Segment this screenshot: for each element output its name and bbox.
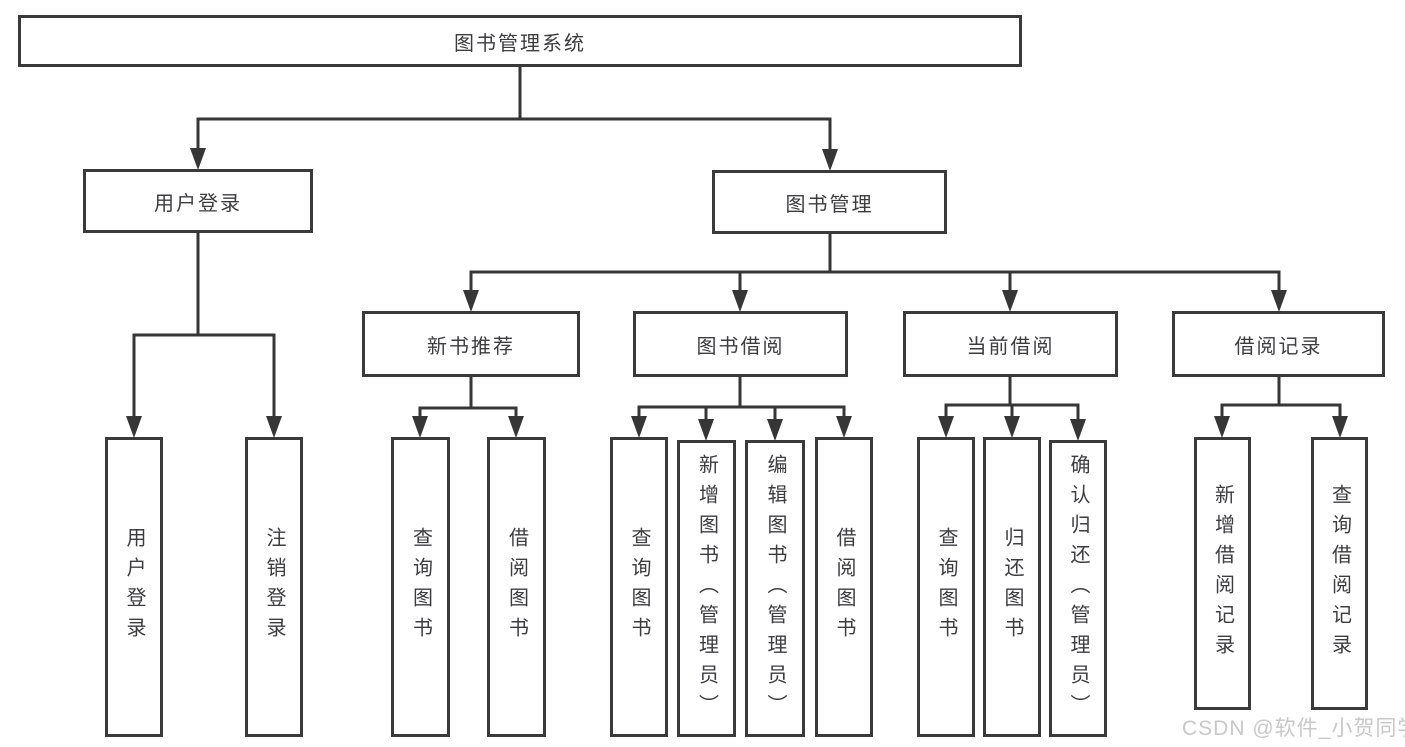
arrowhead-icon <box>508 416 524 438</box>
leaf-confirm-return-admin: 确认归还（管理员） <box>1049 440 1107 737</box>
node-label: 借阅记录 <box>1234 335 1323 358</box>
leaf-query-borrow-record: 查询借阅记录 <box>1311 437 1368 710</box>
arrowhead-icon <box>836 416 852 438</box>
node-root: 图书管理系统 <box>18 15 1022 67</box>
leaf-query-books: 查询图书 <box>391 437 450 737</box>
node-borrowing-records: 借阅记录 <box>1172 311 1385 377</box>
node-label: 归还图书 <box>1001 527 1023 647</box>
node-label: 借阅图书 <box>833 527 855 647</box>
leaf-edit-books-admin: 编辑图书（管理员） <box>745 440 805 737</box>
node-new-book-recommendation: 新书推荐 <box>362 311 580 377</box>
arrowhead-icon <box>698 419 714 441</box>
node-label: 注销登录 <box>263 527 285 647</box>
leaf-add-books-admin: 新增图书（管理员） <box>677 440 736 737</box>
arrowhead-icon <box>1002 290 1018 312</box>
arrowhead-icon <box>1214 416 1230 438</box>
arrowhead-icon <box>767 419 783 441</box>
node-label: 图书管理 <box>785 193 874 216</box>
leaf-add-borrow-record: 新增借阅记录 <box>1194 437 1251 710</box>
node-book-borrowing: 图书借阅 <box>633 311 848 377</box>
node-label: 编辑图书（管理员） <box>764 453 786 724</box>
node-label: 查询图书 <box>409 527 432 647</box>
arrowhead-icon <box>822 149 838 171</box>
leaf-return-books: 归还图书 <box>983 437 1041 737</box>
node-label: 图书管理系统 <box>454 32 586 55</box>
arrowhead-icon <box>1070 419 1086 441</box>
arrowhead-icon <box>1271 290 1287 312</box>
arrowhead-icon <box>126 416 142 438</box>
node-label: 查询图书 <box>628 527 650 647</box>
node-label: 新增借阅记录 <box>1211 483 1234 664</box>
node-label: 查询图书 <box>935 527 957 647</box>
arrowhead-icon <box>266 416 282 438</box>
arrowhead-icon <box>732 290 748 312</box>
node-book-management: 图书管理 <box>712 170 947 234</box>
arrowhead-icon <box>412 416 428 438</box>
csdn-watermark: CSDN @软件_小贺同学 <box>1182 717 1405 740</box>
leaf-query-books: 查询图书 <box>917 437 975 737</box>
node-label: 确认归还（管理员） <box>1067 453 1089 724</box>
arrowhead-icon <box>463 290 479 312</box>
arrowhead-icon <box>1332 416 1348 438</box>
node-label: 用户登录 <box>154 192 242 215</box>
leaf-borrow-books: 借阅图书 <box>487 437 546 737</box>
node-label: 新增图书（管理员） <box>695 453 718 724</box>
arrowhead-icon <box>190 148 206 170</box>
node-label: 查询借阅记录 <box>1328 483 1351 664</box>
node-current-borrowing: 当前借阅 <box>903 311 1118 377</box>
node-user-login: 用户登录 <box>83 169 313 233</box>
node-label: 图书借阅 <box>696 335 785 358</box>
node-label: 借阅图书 <box>505 527 528 647</box>
node-label: 当前借阅 <box>966 335 1055 358</box>
node-label: 新书推荐 <box>427 335 515 358</box>
leaf-query-books: 查询图书 <box>610 437 668 737</box>
leaf-user-login: 用户登录 <box>105 437 163 737</box>
node-label: 用户登录 <box>123 527 145 647</box>
arrowhead-icon <box>938 416 954 438</box>
leaf-borrow-books: 借阅图书 <box>815 437 873 737</box>
arrowhead-icon <box>1004 416 1020 438</box>
leaf-logout: 注销登录 <box>245 437 303 737</box>
arrowhead-icon <box>631 416 647 438</box>
